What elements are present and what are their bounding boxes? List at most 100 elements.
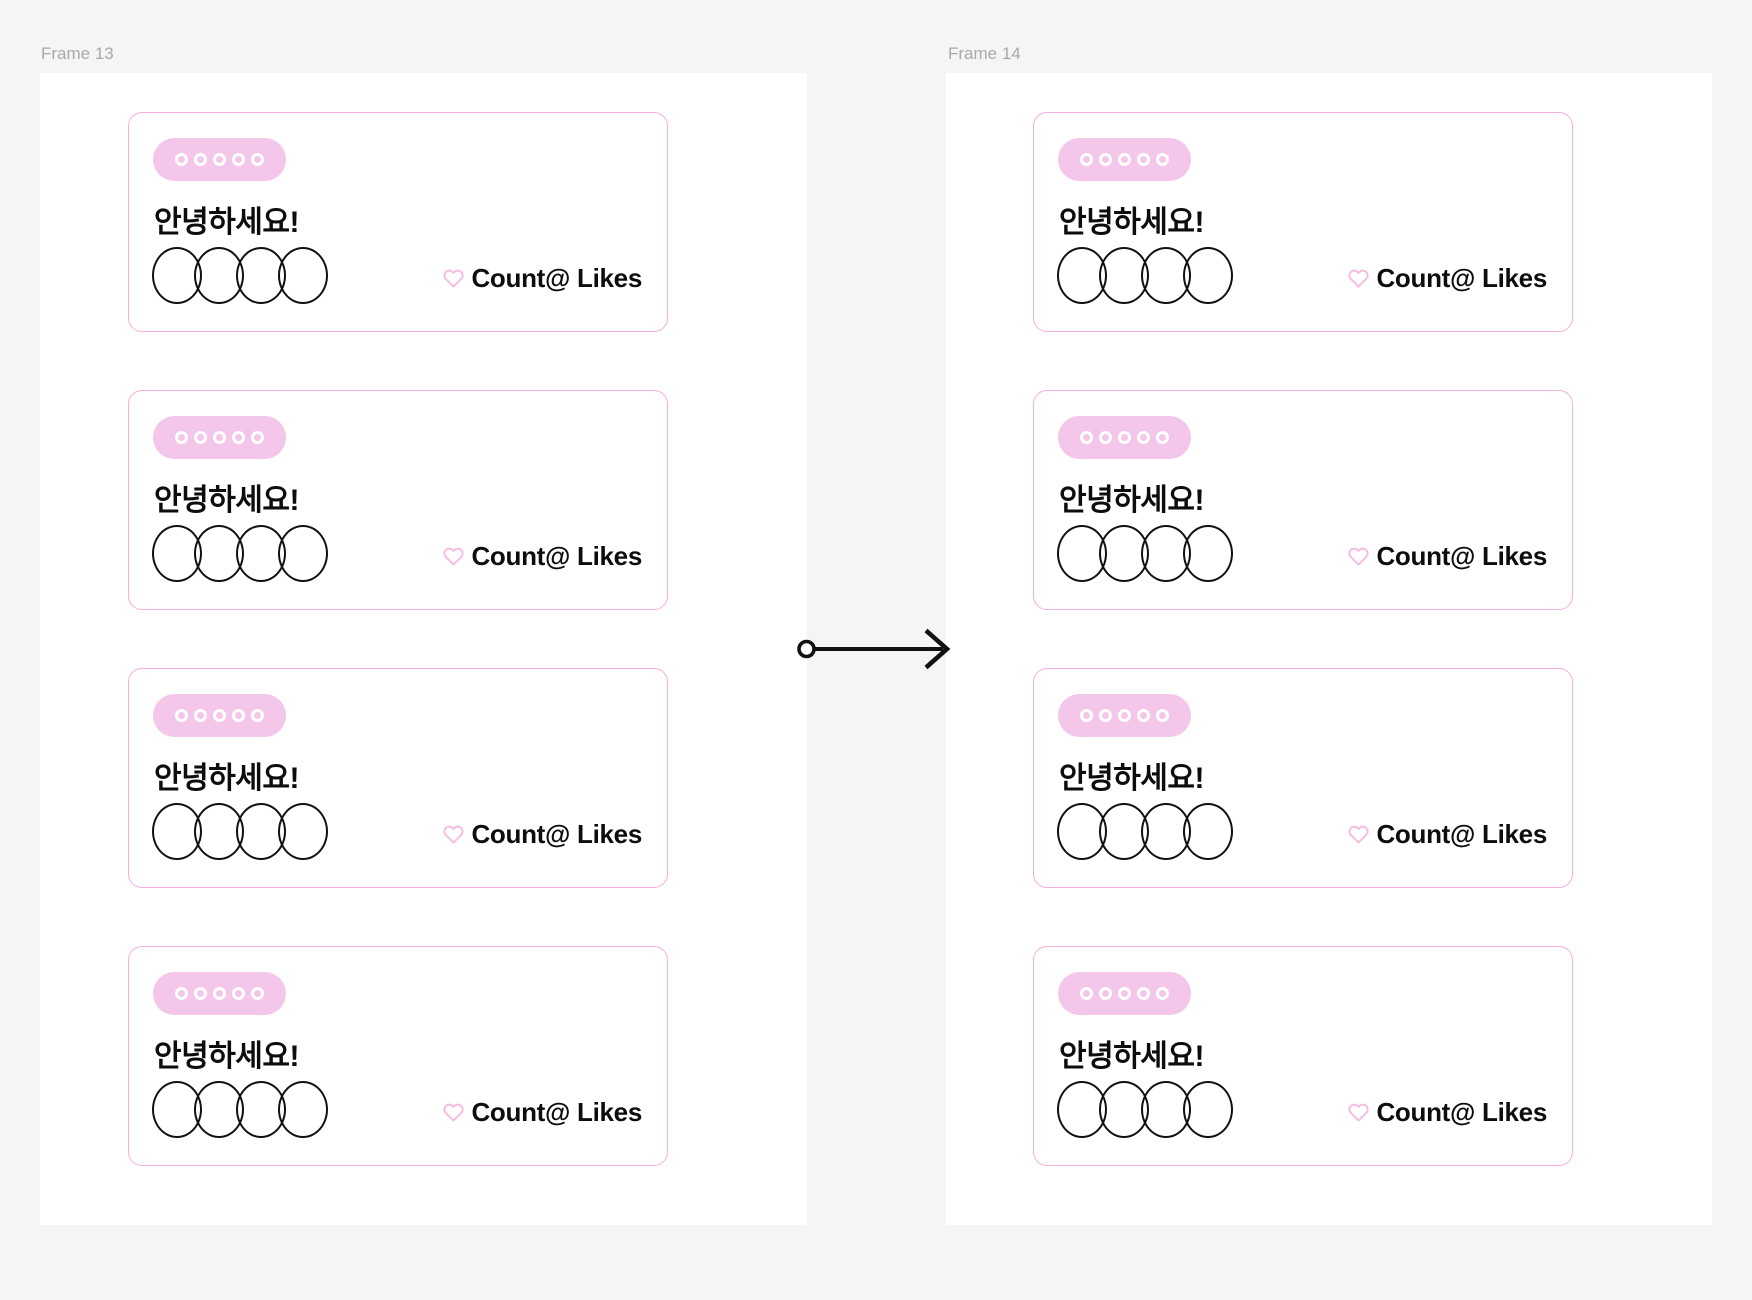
card-title: 안녕하세요! <box>1059 206 1205 239</box>
avatar-group <box>152 525 328 582</box>
dot-icon <box>232 431 245 444</box>
dot-icon <box>251 987 264 1000</box>
heart-icon <box>443 824 465 845</box>
avatar-group <box>152 803 328 860</box>
dot-icon <box>1137 431 1150 444</box>
dot-icon <box>232 709 245 722</box>
likes-label: Count@ Likes <box>1376 1096 1547 1127</box>
dot-icon <box>1156 987 1169 1000</box>
dots-badge <box>1058 694 1191 737</box>
dot-icon <box>1156 153 1169 166</box>
dot-icon <box>213 431 226 444</box>
heart-icon <box>443 1102 465 1123</box>
card-title: 안녕하세요! <box>1059 484 1205 517</box>
post-card[interactable]: 안녕하세요! Count@ Likes <box>1033 390 1573 610</box>
likes-label: Count@ Likes <box>1376 262 1547 293</box>
dot-icon <box>1080 153 1093 166</box>
dot-icon <box>1118 987 1131 1000</box>
likes-label: Count@ Likes <box>471 540 642 571</box>
frame-14[interactable]: 안녕하세요! Count@ Likes 안녕하세요! Count@ Likes <box>946 73 1712 1225</box>
dots-badge <box>153 416 286 459</box>
dot-icon <box>175 987 188 1000</box>
post-card[interactable]: 안녕하세요! Count@ Likes <box>128 390 668 610</box>
dot-icon <box>1080 709 1093 722</box>
avatar <box>278 525 328 582</box>
dot-icon <box>1156 431 1169 444</box>
dot-icon <box>213 987 226 1000</box>
post-card[interactable]: 안녕하세요! Count@ Likes <box>1033 946 1573 1166</box>
avatar-group <box>1057 525 1233 582</box>
avatar-group <box>1057 247 1233 304</box>
avatar <box>1183 803 1233 860</box>
dot-icon <box>251 153 264 166</box>
likes-row[interactable]: Count@ Likes <box>1348 1096 1547 1128</box>
likes-row[interactable]: Count@ Likes <box>443 540 642 572</box>
likes-row[interactable]: Count@ Likes <box>443 1096 642 1128</box>
dot-icon <box>1080 987 1093 1000</box>
card-title: 안녕하세요! <box>1059 762 1205 795</box>
heart-icon <box>1348 268 1370 289</box>
dot-icon <box>213 709 226 722</box>
dot-icon <box>194 153 207 166</box>
post-card[interactable]: 안녕하세요! Count@ Likes <box>1033 668 1573 888</box>
post-card[interactable]: 안녕하세요! Count@ Likes <box>128 112 668 332</box>
heart-icon <box>443 546 465 567</box>
post-card[interactable]: 안녕하세요! Count@ Likes <box>128 668 668 888</box>
heart-icon <box>443 268 465 289</box>
dot-icon <box>194 431 207 444</box>
avatar-group <box>152 1081 328 1138</box>
card-title: 안녕하세요! <box>154 762 300 795</box>
dot-icon <box>1137 153 1150 166</box>
likes-row[interactable]: Count@ Likes <box>1348 540 1547 572</box>
dot-icon <box>175 709 188 722</box>
dots-badge <box>153 694 286 737</box>
frame-14-label[interactable]: Frame 14 <box>948 44 1021 63</box>
arrow-right-icon[interactable] <box>796 627 954 671</box>
dots-badge <box>1058 972 1191 1015</box>
card-title: 안녕하세요! <box>154 1040 300 1073</box>
likes-label: Count@ Likes <box>1376 818 1547 849</box>
dot-icon <box>232 987 245 1000</box>
avatar <box>278 1081 328 1138</box>
dot-icon <box>232 153 245 166</box>
avatar <box>1183 1081 1233 1138</box>
dot-icon <box>251 431 264 444</box>
avatar-group <box>1057 803 1233 860</box>
likes-label: Count@ Likes <box>471 262 642 293</box>
post-card[interactable]: 안녕하세요! Count@ Likes <box>128 946 668 1166</box>
dot-icon <box>1118 153 1131 166</box>
dot-icon <box>194 709 207 722</box>
likes-row[interactable]: Count@ Likes <box>1348 818 1547 850</box>
avatar <box>278 247 328 304</box>
likes-row[interactable]: Count@ Likes <box>443 262 642 294</box>
dot-icon <box>1137 709 1150 722</box>
dot-icon <box>251 709 264 722</box>
dot-icon <box>1118 431 1131 444</box>
dots-badge <box>1058 138 1191 181</box>
dot-icon <box>1099 709 1112 722</box>
card-title: 안녕하세요! <box>154 206 300 239</box>
likes-label: Count@ Likes <box>471 1096 642 1127</box>
dots-badge <box>153 138 286 181</box>
dot-icon <box>1099 987 1112 1000</box>
heart-icon <box>1348 546 1370 567</box>
dot-icon <box>1118 709 1131 722</box>
heart-icon <box>1348 824 1370 845</box>
dot-icon <box>175 153 188 166</box>
dot-icon <box>1099 431 1112 444</box>
dot-icon <box>213 153 226 166</box>
post-card[interactable]: 안녕하세요! Count@ Likes <box>1033 112 1573 332</box>
card-title: 안녕하세요! <box>1059 1040 1205 1073</box>
avatar <box>1183 525 1233 582</box>
frame-13[interactable]: 안녕하세요! Count@ Likes 안녕하세요! Count@ Likes <box>40 73 807 1225</box>
likes-label: Count@ Likes <box>471 818 642 849</box>
avatar-group <box>1057 1081 1233 1138</box>
dot-icon <box>175 431 188 444</box>
dots-badge <box>1058 416 1191 459</box>
frame-13-label[interactable]: Frame 13 <box>41 44 114 63</box>
dots-badge <box>153 972 286 1015</box>
likes-row[interactable]: Count@ Likes <box>1348 262 1547 294</box>
avatar <box>1183 247 1233 304</box>
avatar-group <box>152 247 328 304</box>
likes-row[interactable]: Count@ Likes <box>443 818 642 850</box>
